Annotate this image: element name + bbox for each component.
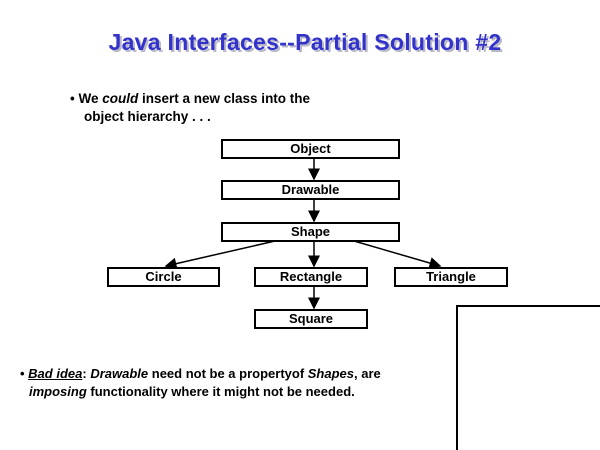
slide-title: Java Interfaces--Partial Solution #2: [108, 29, 502, 55]
bullet-insert-class: • We could insert a new class into the o…: [70, 90, 310, 126]
class-box-triangle: Triangle: [394, 267, 508, 287]
class-box-rectangle: Rectangle: [254, 267, 368, 287]
emphasis-shapes: Shapes: [307, 366, 355, 381]
bullet-icon: •: [20, 366, 29, 381]
class-box-square: Square: [254, 309, 368, 329]
arrow-shape-triangle: [353, 240, 442, 269]
emphasis-could: could: [102, 91, 139, 106]
text: :: [82, 366, 87, 381]
empty-frame: [456, 305, 600, 450]
class-box-object: Object: [221, 139, 400, 159]
arrow-shape-circle: [164, 240, 276, 270]
text: , are: [354, 366, 381, 381]
text: functionality where it might not be need…: [86, 384, 355, 399]
class-box-circle: Circle: [107, 267, 220, 287]
emphasis-imposing: imposing: [29, 384, 87, 399]
text: object hierarchy . . .: [84, 109, 211, 124]
emphasis-drawable: Drawable: [90, 366, 149, 381]
text: need not be a propertyof: [148, 366, 308, 381]
text: We: [78, 91, 103, 106]
bad-idea-label: Bad idea: [28, 366, 83, 381]
bullet-icon: •: [70, 91, 79, 106]
text: insert a new class into the: [138, 91, 311, 106]
class-box-drawable: Drawable: [221, 180, 400, 200]
class-box-shape: Shape: [221, 222, 400, 242]
bullet-bad-idea: • Bad idea: Drawable need not be a prope…: [20, 365, 381, 401]
